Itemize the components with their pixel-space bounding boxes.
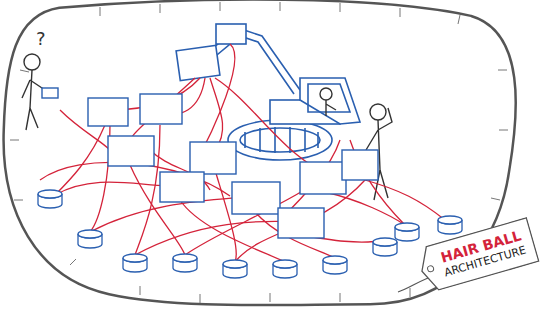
tangled-connections: [40, 44, 445, 262]
service-boxes: [88, 94, 378, 238]
people: [22, 54, 392, 200]
question-mark: ?: [36, 28, 46, 49]
database-cylinders: [38, 190, 462, 278]
excavator: [176, 24, 360, 160]
